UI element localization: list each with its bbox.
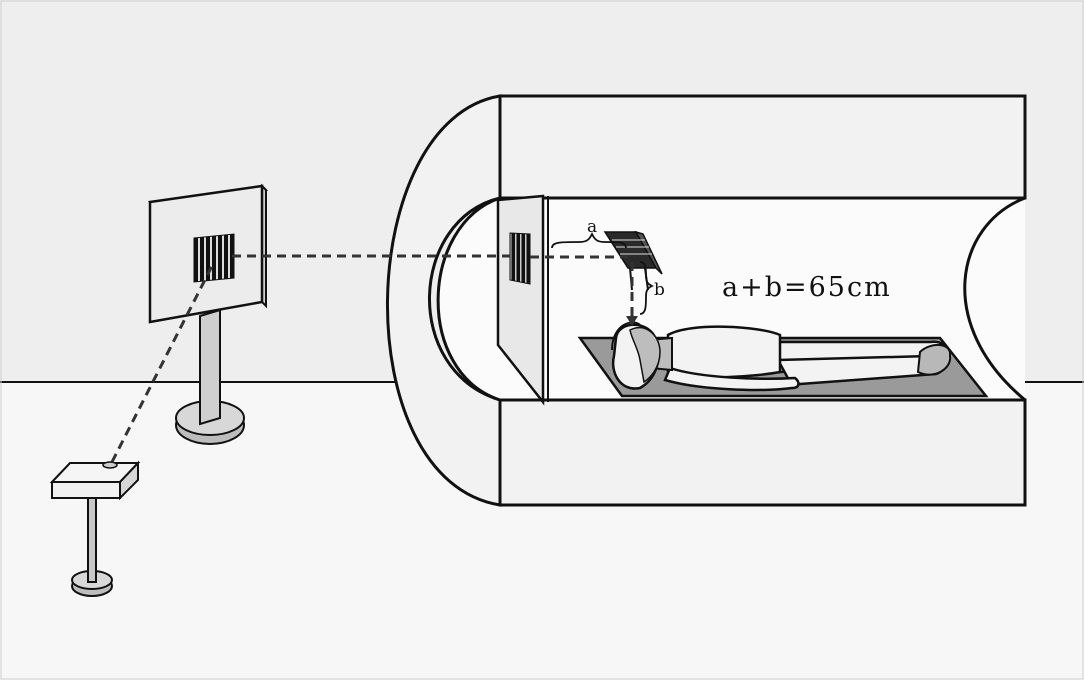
scanner-bottom-housing (498, 398, 1027, 507)
scanner-bore-rim (436, 196, 501, 402)
screen-stimulus-grating (193, 233, 235, 283)
bore-screen-stimulus-grating (509, 232, 531, 285)
screen-stand-pole (199, 308, 221, 426)
projector-body-side (119, 460, 139, 501)
brace-b (639, 261, 655, 315)
label-a: a (587, 217, 597, 237)
distance-equation: a+b=65cm (722, 272, 892, 303)
bore-screen-side (496, 194, 545, 406)
distance-a-brace: a (551, 217, 627, 249)
mirror-frame (634, 230, 663, 275)
subject-torso (666, 325, 782, 379)
light-path (110, 254, 634, 463)
projector-lens-icon (102, 461, 118, 469)
projector-stand-pole (87, 495, 97, 583)
brace-a (551, 231, 627, 249)
distance-b-brace: b (639, 261, 665, 315)
label-b: b (654, 280, 665, 300)
mri-scanner (386, 94, 1027, 507)
scanner-rear-curve (963, 196, 1026, 402)
head-coil-mirror-icon (603, 230, 663, 291)
subject-feet (916, 344, 952, 376)
projector-body-front (51, 481, 121, 499)
arrow-head-icon (626, 316, 638, 326)
path-projector-to-screen (110, 265, 214, 463)
subject-hair (629, 326, 661, 384)
scanner-top-housing (498, 94, 1027, 200)
projection-screen (147, 183, 269, 445)
supine-subject-icon (611, 321, 952, 392)
scanner-front-ring (386, 94, 502, 507)
head-coil (611, 321, 641, 351)
projector (49, 460, 141, 597)
subject-arm (663, 366, 800, 392)
